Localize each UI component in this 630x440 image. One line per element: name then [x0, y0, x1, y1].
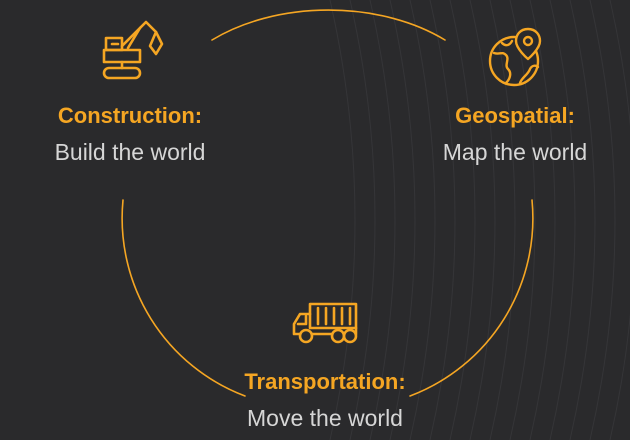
- geospatial-title: Geospatial:: [455, 103, 575, 128]
- arc-right: [409, 199, 534, 397]
- excavator-icon: [102, 20, 164, 80]
- arc-top: [211, 9, 446, 41]
- geospatial-subtitle: Map the world: [442, 139, 588, 165]
- construction-subtitle: Build the world: [54, 139, 206, 165]
- node-construction: Construction: Build the world: [20, 105, 240, 164]
- transportation-title: Transportation:: [244, 369, 406, 394]
- globe-pin-icon: [488, 27, 542, 87]
- node-geospatial: Geospatial: Map the world: [405, 105, 625, 164]
- construction-title: Construction:: [57, 103, 203, 128]
- truck-icon: [292, 302, 358, 344]
- arc-left: [121, 199, 246, 397]
- node-transportation: Transportation: Move the world: [195, 371, 455, 430]
- transportation-subtitle: Move the world: [247, 405, 403, 431]
